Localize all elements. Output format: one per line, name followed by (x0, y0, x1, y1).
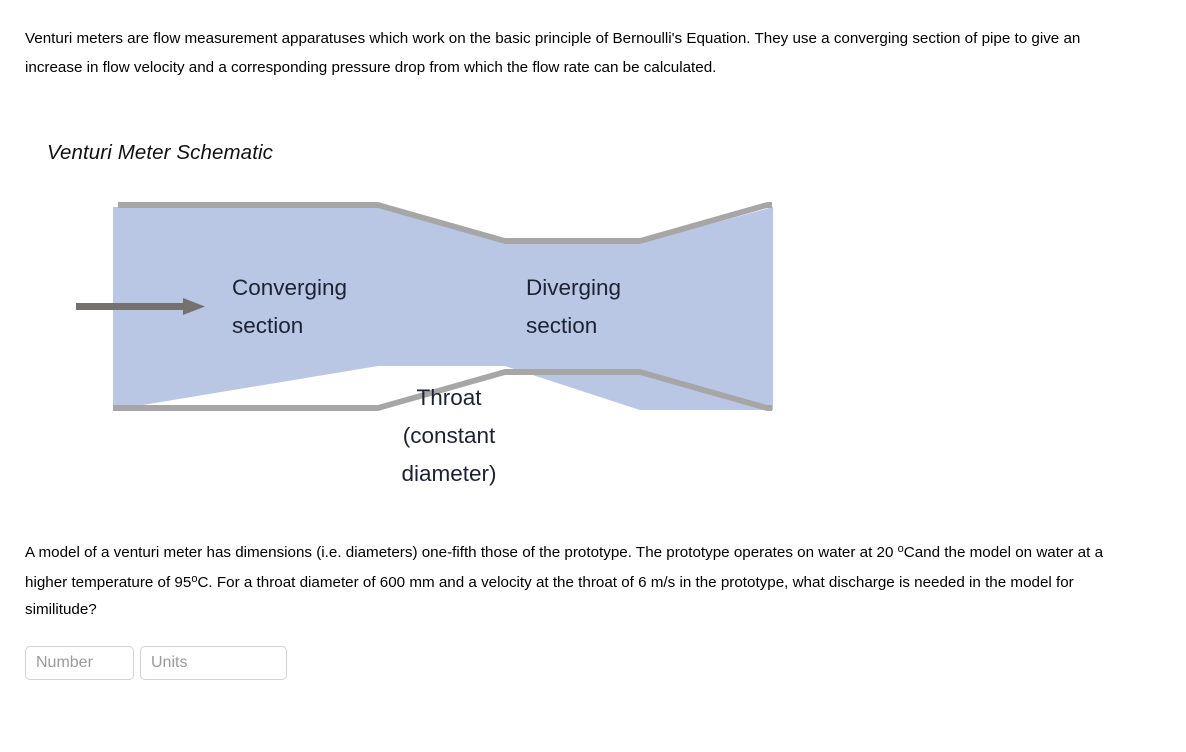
pipe-fluid-body (113, 207, 773, 410)
converging-section-label-line2: section (232, 313, 304, 338)
venturi-meter-diagram: Converging section Diverging section Thr… (0, 185, 900, 495)
degree-symbol-model: o (191, 573, 198, 585)
pipe-wall-bottom-throat (505, 369, 640, 375)
question-paragraph: A model of a venturi meter has dimension… (25, 536, 1140, 623)
pipe-wall-top-left (118, 202, 378, 208)
pipe-wall-bottom-left (113, 405, 378, 411)
pipe-wall-top-converging (378, 202, 505, 244)
question-text-part1: A model of a venturi meter has dimension… (25, 544, 898, 561)
intro-paragraph: Venturi meters are flow measurement appa… (25, 30, 1081, 76)
answer-units-input[interactable] (140, 646, 287, 680)
throat-label-line1: Throat (416, 385, 482, 410)
converging-section-label-line1: Converging (232, 275, 348, 300)
pipe-wall-top-right (767, 202, 772, 208)
question-text-part4: C. For a throat diameter of 600 mm and a… (25, 574, 1074, 618)
pipe-wall-bottom-right (767, 405, 772, 411)
throat-label-line2: (constant (402, 423, 496, 448)
venturi-schematic-svg (76, 202, 773, 411)
pipe-wall-bottom-diverging (640, 369, 767, 411)
question-text-part3: and the model on water at a higher tempe… (25, 544, 1104, 591)
answer-entry-row (25, 646, 287, 680)
answer-number-input[interactable] (25, 646, 134, 680)
pipe-wall-bottom-converging (378, 369, 505, 411)
degree-symbol-prototype: o (897, 543, 904, 555)
throat-label: Throat (constant diameter) (374, 379, 524, 493)
diverging-section-label: Diverging section (526, 269, 621, 345)
schematic-title: Venturi Meter Schematic (47, 141, 273, 164)
converging-section-label: Converging section (232, 269, 347, 345)
diverging-section-label-line1: Diverging (526, 275, 622, 300)
diverging-section-label-line2: section (526, 313, 598, 338)
pipe-wall-top-diverging (640, 202, 767, 244)
flow-direction-arrow (76, 298, 205, 315)
throat-label-line3: diameter) (401, 461, 497, 486)
question-text-part2: C (903, 544, 915, 561)
pipe-wall-top-throat (505, 238, 640, 244)
